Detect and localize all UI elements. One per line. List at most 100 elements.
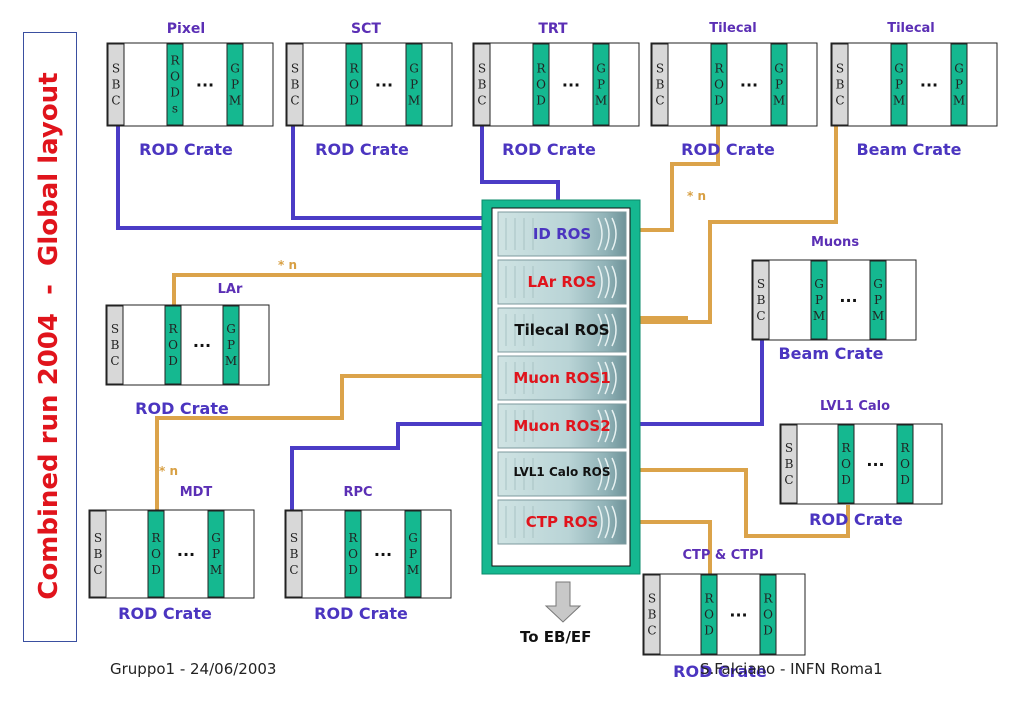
svg-text:G: G (814, 277, 824, 291)
svg-text:D: D (841, 473, 851, 487)
svg-text:G: G (211, 531, 221, 545)
crate-box (285, 42, 453, 127)
svg-text:B: B (656, 78, 665, 92)
svg-text:D: D (151, 563, 161, 577)
sbc-slot (106, 305, 124, 385)
crates: SBCRODsGPM...SBCRODGPM...SBCRODGPM...SBC… (88, 42, 998, 656)
svg-text:M: M (210, 563, 222, 577)
svg-text:D: D (763, 624, 773, 638)
sbc-slot (831, 43, 849, 126)
svg-text:S: S (94, 531, 102, 545)
gpm-slot (950, 43, 968, 126)
crate-pixel: SBCRODsGPM... (106, 42, 274, 127)
multiplicity-mdt: * n (159, 464, 178, 478)
ros-unit (497, 403, 627, 449)
crate-box (779, 423, 943, 505)
ros-unit-vent (597, 457, 603, 491)
ellipsis: ... (374, 541, 392, 560)
svg-text:S: S (785, 441, 793, 455)
ros-unit-label: Muon ROS2 (513, 417, 611, 435)
detector-label-pixel: Pixel (166, 21, 206, 37)
svg-text:M: M (872, 309, 884, 323)
detector-label-rpc: RPC (343, 485, 373, 500)
crate-label-lar: ROD Crate (135, 399, 229, 418)
svg-text:O: O (170, 70, 180, 84)
output-arrow (544, 581, 582, 623)
svg-text:G: G (954, 62, 964, 76)
detector-label-tilecal-rod: Tilecal (709, 21, 757, 36)
svg-text:R: R (704, 592, 714, 606)
crate-box (642, 573, 806, 656)
crate-label-rpc: ROD Crate (314, 604, 408, 623)
sbc-slot (285, 510, 303, 598)
svg-text:B: B (94, 547, 103, 561)
crate-box (284, 509, 452, 599)
ros-unit-label: Tilecal ROS (514, 321, 610, 339)
svg-text:S: S (112, 62, 120, 76)
gpm-slot (890, 43, 908, 126)
crate-box (830, 42, 998, 127)
svg-text:R: R (170, 54, 180, 68)
sbc-slot (473, 43, 491, 126)
svg-text:M: M (893, 94, 905, 108)
svg-text:P: P (212, 547, 220, 561)
svg-text:S: S (656, 62, 664, 76)
svg-text:G: G (596, 62, 606, 76)
gpm-slot (770, 43, 788, 126)
svg-text:S: S (111, 322, 119, 336)
svg-text:M: M (953, 94, 965, 108)
ros-unit (497, 451, 627, 497)
crate-box (88, 509, 255, 599)
svg-text:O: O (714, 78, 724, 92)
sbc-slot (643, 574, 661, 655)
gpm-slot (222, 305, 240, 385)
crate-lar: SBCRODGPM... (105, 304, 270, 386)
svg-text:D: D (714, 94, 724, 108)
svg-text:C: C (290, 94, 299, 108)
crate-box (105, 304, 270, 386)
svg-text:G: G (409, 62, 419, 76)
svg-text:B: B (757, 293, 766, 307)
sbc-slot (752, 260, 770, 340)
svg-text:G: G (408, 531, 418, 545)
svg-text:S: S (836, 62, 844, 76)
ros-unit-vent (597, 313, 603, 347)
svg-text:P: P (955, 78, 963, 92)
sbc-slot (107, 43, 125, 126)
ellipsis: ... (729, 602, 747, 621)
side-title-frame (23, 32, 77, 642)
svg-text:B: B (648, 608, 657, 622)
crate-label-pixel: ROD Crate (139, 140, 233, 159)
rod-slot (759, 574, 777, 655)
ellipsis: ... (839, 287, 857, 306)
svg-text:R: R (536, 62, 546, 76)
ellipsis: ... (920, 72, 938, 91)
cable-rpc (290, 422, 498, 510)
svg-text:C: C (784, 473, 793, 487)
crate-label-muons: Beam Crate (778, 344, 884, 363)
svg-text:P: P (227, 338, 235, 352)
svg-text:S: S (290, 531, 298, 545)
crate-mdt: SBCRODGPM... (88, 509, 255, 599)
svg-text:O: O (151, 547, 161, 561)
svg-text:G: G (873, 277, 883, 291)
svg-text:G: G (774, 62, 784, 76)
detector-label-mdt: MDT (179, 485, 213, 500)
cable-muons (624, 340, 764, 426)
detector-label-ctp: CTP & CTPI (682, 548, 764, 563)
crate-label-tilecal-rod: ROD Crate (681, 140, 775, 159)
ros-unit (497, 259, 627, 305)
svg-text:R: R (349, 62, 359, 76)
svg-text:O: O (348, 547, 358, 561)
cable-lar (172, 273, 498, 305)
svg-text:B: B (112, 78, 121, 92)
ros-unit-vent (611, 457, 617, 491)
svg-text:G: G (226, 322, 236, 336)
svg-text:P: P (874, 293, 882, 307)
rod-slot (166, 43, 184, 126)
svg-text:C: C (835, 94, 844, 108)
gpm-slot (405, 43, 423, 126)
ellipsis: ... (177, 541, 195, 560)
ellipsis: ... (196, 72, 214, 91)
ros-unit-vent (604, 265, 610, 299)
